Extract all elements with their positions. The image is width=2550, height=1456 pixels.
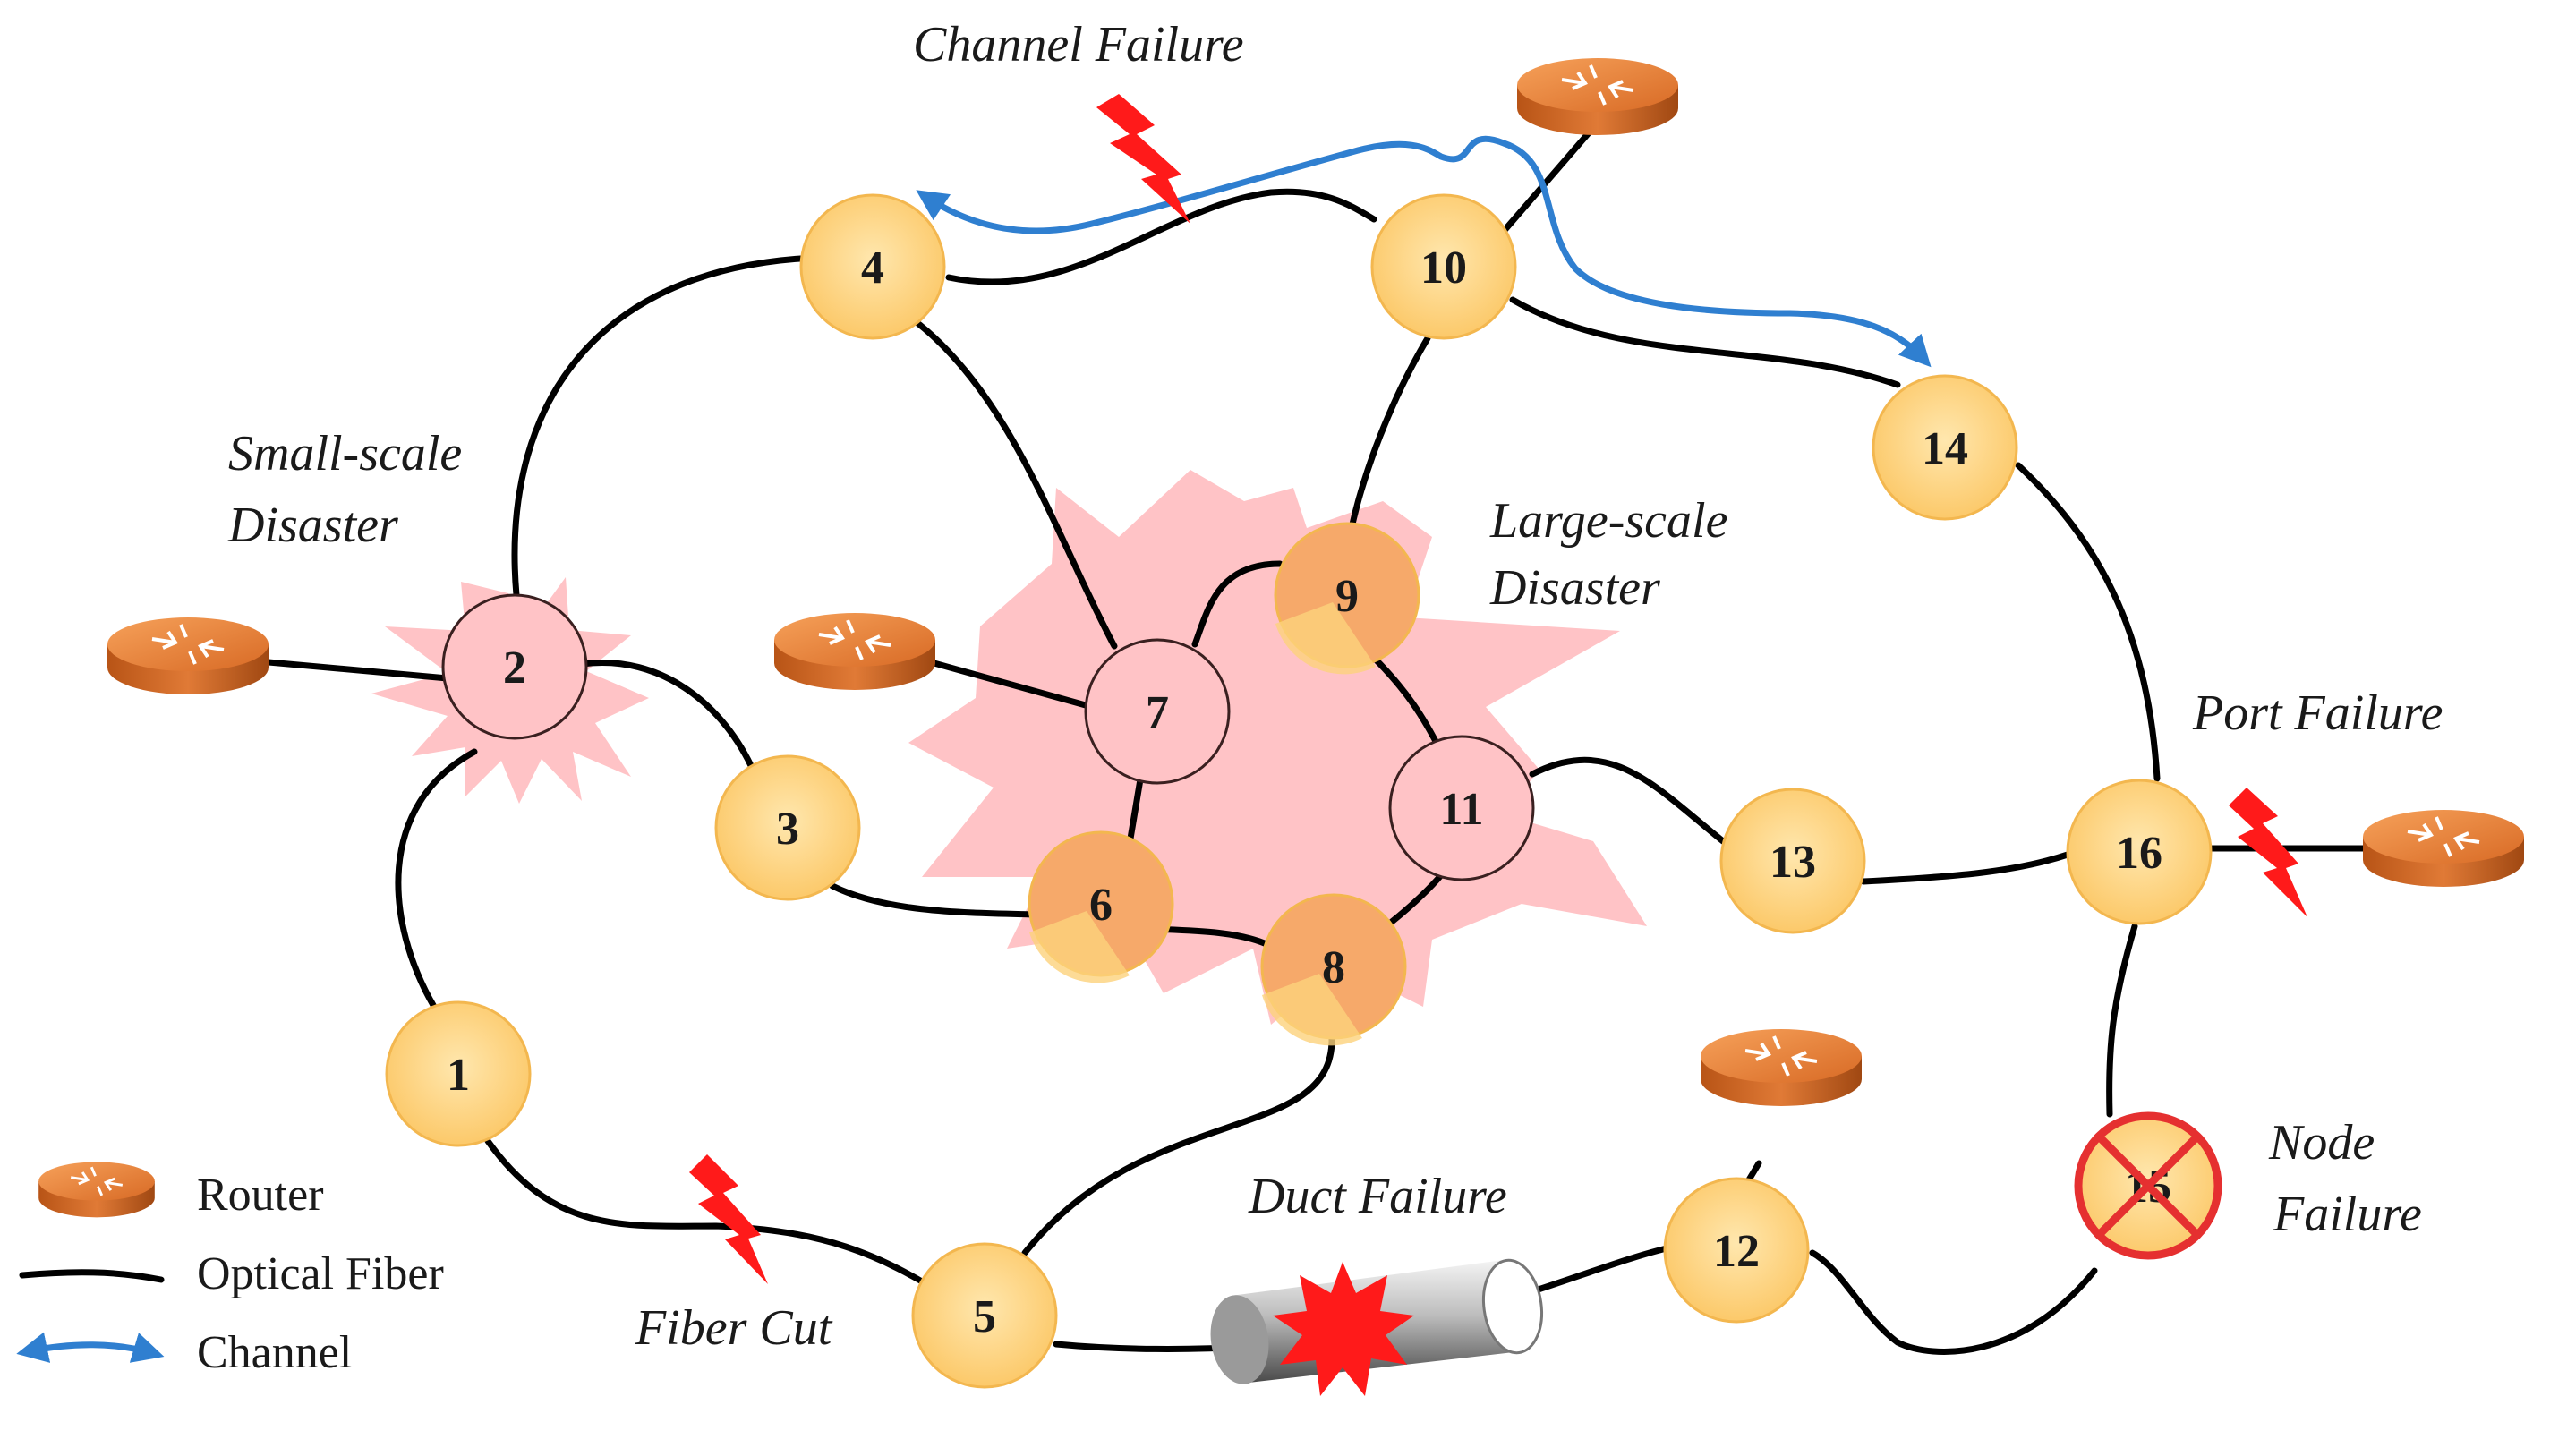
node-6: 6	[1028, 830, 1174, 983]
fiber-8-5	[1021, 1035, 1335, 1256]
router-icon-right	[2361, 808, 2526, 889]
node-circle	[2066, 779, 2213, 925]
fiber-cut-label: Fiber Cut	[635, 1300, 833, 1356]
node-label: 13	[1770, 837, 1816, 888]
fiber-9-11	[1370, 654, 1445, 755]
node-label: 5	[973, 1291, 996, 1342]
router-icon-top	[1515, 56, 1680, 137]
node-overlap-shade	[1262, 974, 1362, 1046]
node-label: 3	[776, 804, 799, 855]
node-circle	[799, 193, 946, 340]
duct-failure-burst-icon	[1273, 1262, 1414, 1396]
node-circle	[1084, 638, 1231, 785]
legend-router-label: Router	[197, 1170, 324, 1221]
node-label: 14	[1922, 423, 1968, 474]
node-label: 8	[1322, 942, 1345, 993]
fiber-1-5	[484, 1137, 952, 1301]
fiber-7-9	[1191, 560, 1284, 648]
node-14: 14	[1872, 374, 2018, 521]
legend-channel-arrow	[16, 1332, 165, 1363]
legend-router-icon	[37, 1160, 157, 1219]
fiber-3-6	[829, 882, 1040, 918]
port-failure-label: Port Failure	[2192, 685, 2443, 741]
fiber-14-16	[2015, 462, 2161, 782]
legend: Router Optical Fiber Channel	[16, 1160, 444, 1378]
node-circle	[385, 1000, 532, 1147]
node-circle	[1719, 788, 1866, 934]
legend-channel-label: Channel	[197, 1327, 352, 1378]
node-circle	[1370, 193, 1517, 340]
fiber-9-10	[1348, 335, 1431, 532]
node-label: 12	[1713, 1226, 1760, 1277]
node-5: 5	[911, 1242, 1058, 1389]
nodes-layer: 12345678910111213141516	[385, 193, 2222, 1389]
fiber-13-16	[1860, 851, 2071, 885]
fiber-2-4	[511, 254, 818, 599]
fiber-11-13	[1529, 756, 1727, 845]
large-scale-disaster-label-line2: Disaster	[1489, 560, 1660, 616]
node-3: 3	[714, 754, 861, 901]
node-circle	[441, 593, 588, 740]
router-icon-left	[106, 616, 270, 696]
node-failure-ring-icon	[2074, 1111, 2222, 1260]
node-overlap-shade	[1275, 602, 1376, 675]
channel-arrow	[916, 135, 1932, 368]
channel-failure-label: Channel Failure	[913, 17, 1244, 72]
duct-failure-label: Duct Failure	[1248, 1169, 1507, 1224]
fiber-16-15	[2106, 923, 2138, 1118]
node-8: 8	[1260, 893, 1407, 1046]
node-16: 16	[2066, 779, 2213, 925]
legend-fiber-line	[19, 1269, 165, 1283]
node-10: 10	[1370, 193, 1517, 340]
fiber-cut-lightning-icon	[689, 1154, 768, 1284]
node-label: 10	[1420, 243, 1467, 294]
node-failure-cross-icon	[2094, 1132, 2202, 1239]
fiber-15-12	[1809, 1249, 2098, 1355]
large-scale-disaster-label-line1: Large-scale	[1489, 493, 1727, 549]
node-label: 7	[1146, 687, 1169, 738]
fiber-router-left-2	[265, 659, 451, 682]
small-scale-disaster-label-line2: Disaster	[227, 498, 398, 553]
node-circle	[911, 1242, 1058, 1389]
node-circle	[1663, 1177, 1810, 1324]
node-11: 11	[1388, 735, 1535, 881]
node-overlap-shade	[1029, 911, 1130, 983]
node-4: 4	[799, 193, 946, 340]
node-1: 1	[385, 1000, 532, 1147]
node-circle	[1872, 374, 2018, 521]
node-12: 12	[1663, 1177, 1810, 1324]
port-failure-lightning-icon	[2229, 788, 2307, 917]
node-failure-label-line2: Failure	[2273, 1187, 2422, 1242]
node-failure-label-line1: Node	[2268, 1115, 2375, 1171]
router-icon-bottom	[1699, 1027, 1863, 1108]
legend-fiber-label: Optical Fiber	[197, 1248, 444, 1299]
fiber-8-11	[1388, 872, 1445, 925]
router-icon-middle	[772, 611, 937, 692]
node-label: 6	[1089, 880, 1113, 931]
fiber-2-3	[578, 660, 757, 775]
node-label: 1	[447, 1050, 470, 1101]
node-2: 2	[441, 593, 588, 740]
node-circle	[1388, 735, 1535, 881]
node-label: 16	[2116, 828, 2162, 879]
channel-failure-lightning-icon	[1096, 94, 1190, 224]
fiber-1-2	[395, 748, 478, 1010]
node-label: 9	[1335, 571, 1359, 622]
node-label: 2	[503, 643, 526, 694]
node-label: 4	[861, 243, 884, 294]
fiber-router-mid-7	[927, 659, 1096, 711]
node-7: 7	[1084, 638, 1231, 785]
node-label: 11	[1439, 784, 1483, 835]
node-circle	[714, 754, 861, 901]
small-scale-disaster-label-line1: Small-scale	[228, 426, 462, 481]
node-15: 15	[2074, 1111, 2222, 1260]
node-9: 9	[1274, 522, 1420, 675]
node-13: 13	[1719, 788, 1866, 934]
